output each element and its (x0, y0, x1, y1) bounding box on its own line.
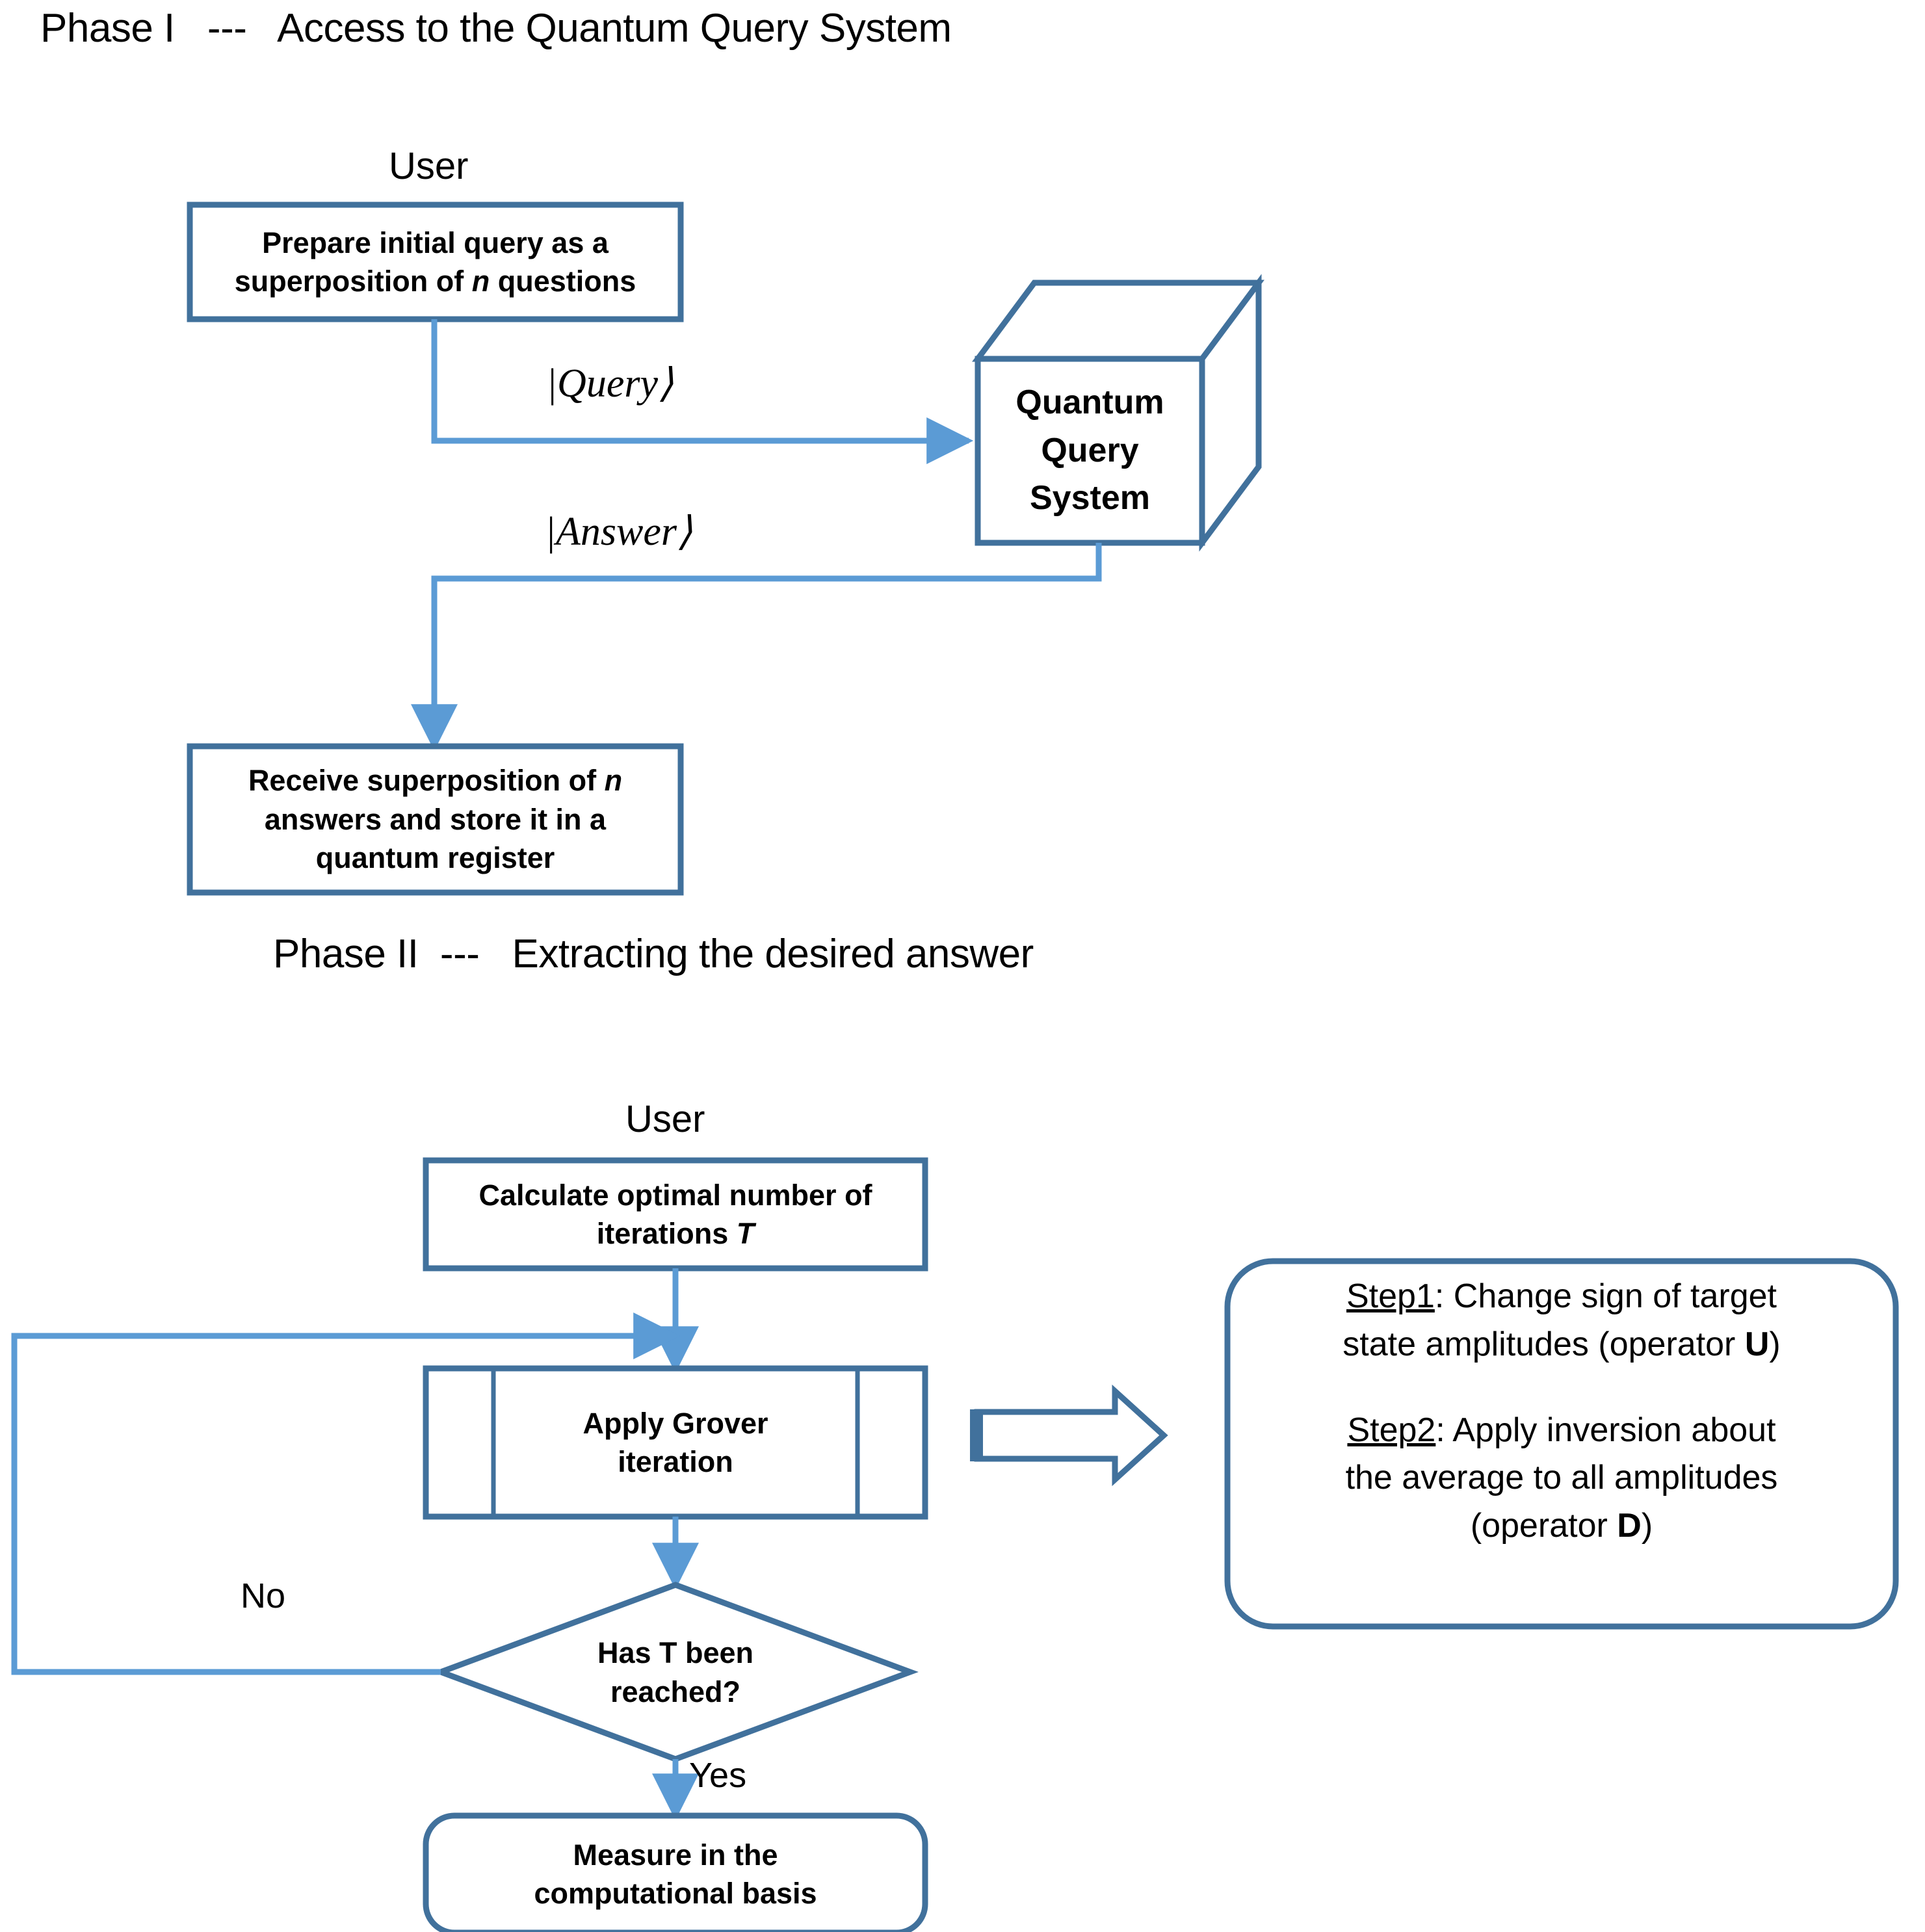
step2-text-c: (operator (1470, 1507, 1617, 1545)
receive-answers-box-text: Receive superposition of n answers and s… (195, 751, 675, 888)
prepare-query-line2-b: questions (490, 265, 636, 298)
step2-operator: D (1617, 1507, 1642, 1545)
prepare-query-box-shape (187, 202, 684, 322)
step2-text-d: ) (1641, 1507, 1653, 1545)
calculate-line2-a: iterations (596, 1217, 737, 1250)
step1-paragraph: Step1: Change sign of target state ampli… (1240, 1273, 1883, 1369)
step1-text-c: ) (1769, 1325, 1781, 1363)
cube-line3: System (1030, 479, 1150, 517)
receive-line3: quantum register (315, 841, 555, 875)
phase2-title: Phase II --- Extracting the desired answ… (273, 932, 1034, 976)
step2-text-a: : Apply inversion about (1435, 1411, 1776, 1449)
no-feedback-loop-connector (11, 1312, 681, 1675)
step1-label: Step1 (1346, 1277, 1435, 1315)
grover-iteration-box-shape (423, 1365, 928, 1520)
receive-answers-box-shape (187, 743, 684, 896)
calculate-iterations-box-text: Calculate optimal number of iterations T (431, 1165, 920, 1264)
decision-line2: reached? (610, 1675, 741, 1708)
block-arrow-tail-cap (970, 1409, 983, 1461)
grover-line2: iteration (618, 1445, 733, 1478)
answer-edge-label: |Answer⟩ (545, 510, 693, 554)
grover-iteration-box-text: Apply Grover iteration (496, 1373, 855, 1512)
phase2-user-label: User (625, 1098, 705, 1140)
measure-line2: computational basis (534, 1877, 817, 1910)
prepare-query-line2-a: superposition of (234, 265, 472, 298)
quantum-query-system-label: Quantum Query System (978, 359, 1202, 543)
branch-label-no: No (241, 1576, 286, 1615)
decision-line1: Has T been (597, 1636, 754, 1670)
measure-box-shape (423, 1812, 928, 1932)
step2-label: Step2 (1347, 1411, 1436, 1449)
phase1-title: Phase I --- Access to the Quantum Query … (40, 6, 952, 51)
quantum-query-system-side-face (1199, 274, 1262, 552)
prepare-query-box-text: Prepare initial query as a superposition… (195, 209, 675, 315)
measure-line1: Measure in the (573, 1838, 778, 1872)
answer-connector (411, 543, 1102, 751)
receive-line2: answers and store it in a (264, 802, 607, 836)
grover-line1: Apply Grover (583, 1406, 768, 1440)
branch-label-yes: Yes (689, 1756, 747, 1795)
step1-text-a: : Change sign of target (1434, 1277, 1777, 1315)
decision-diamond-text: Has T been reached? (545, 1612, 805, 1732)
query-connector (431, 319, 974, 464)
step1-operator: U (1744, 1325, 1770, 1363)
measure-box-text: Measure in the computational basis (431, 1820, 920, 1928)
prepare-query-line1: Prepare initial query as a (262, 226, 609, 259)
cube-line2: Query (1041, 431, 1139, 469)
grover-steps-panel-shape (1224, 1258, 1899, 1630)
receive-line1-italic: n (604, 764, 623, 798)
cube-line1: Quantum (1015, 383, 1164, 421)
prepare-query-line2-italic: n (471, 265, 490, 298)
step2-text-b: the average to all amplitudes (1345, 1459, 1778, 1497)
step1-text-b: state amplitudes (operator (1342, 1325, 1745, 1363)
receive-line1-a: Receive superposition of (248, 764, 605, 798)
phase1-user-label: User (389, 145, 469, 187)
steps-spacer (1240, 1369, 1883, 1407)
grover-steps-panel-text: Step1: Change sign of target state ampli… (1240, 1273, 1883, 1550)
block-arrow-to-detail-panel (974, 1384, 1168, 1487)
quantum-query-system-front-face (975, 356, 1205, 546)
step2-paragraph: Step2: Apply inversion about the average… (1240, 1407, 1883, 1550)
calculate-line1: Calculate optimal number of (478, 1178, 872, 1212)
calculate-line2-italic: T (736, 1217, 755, 1250)
query-edge-label: |Query⟩ (546, 361, 674, 406)
